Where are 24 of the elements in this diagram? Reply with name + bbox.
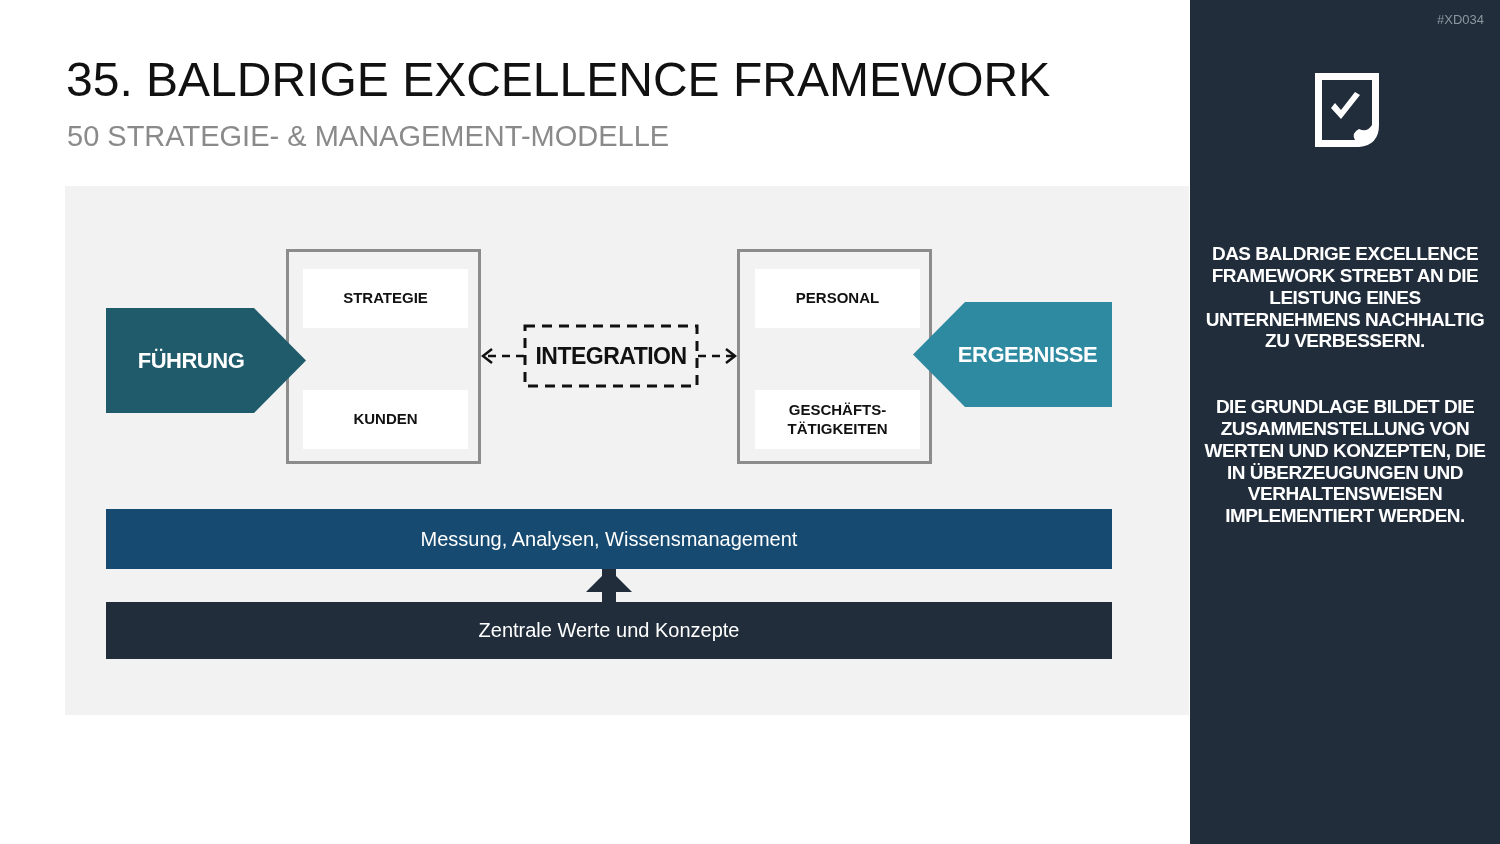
node-label: FÜHRUNG [137,346,245,375]
node-label: ERGEBNISSE [957,340,1098,369]
arrow [698,347,737,365]
node-label: STRATEGIE [343,289,428,308]
node-label: GESCHÄFTS- TÄTIGKEITEN [786,400,889,439]
group-frame [737,249,932,464]
arrow [586,569,632,602]
arrow-shape [913,302,1112,407]
banner-bar [106,602,1112,659]
description-text: DIE GRUNDLAGE BILDET DIE ZUSAMMENSTELLUNG VON WERTEN UND KONZEPTEN, DIE IN ÜBERZEUGUNGEN UND VERHALTENSWEISEN IMPLEMENTIERT WERDEN. [1204,396,1486,528]
node-label: INTEGRATION [535,341,687,371]
slide-code: #XD034 [1437,12,1484,27]
node-label: KUNDEN [353,410,418,429]
title: 35. BALDRIGE EXCELLENCE FRAMEWORK [66,52,1051,107]
arrow-shape [106,308,306,413]
node-label: Messung, Analysen, Wissensmanagement [420,526,798,552]
dashed-box [524,325,698,387]
group-frame [286,249,481,464]
description-text: DAS BALDRIGE EXCELLENCE FRAMEWORK STREBT AN DIE LEISTUNG EINES UNTERNEHMENS NACHHALTIG ZU VERBESSERN. [1204,243,1486,353]
node-label: Zentrale Werte und Konzepte [478,618,740,643]
subtitle: 50 STRATEGIE- & MANAGEMENT-MODELLE [67,120,670,153]
node-label: PERSONAL [795,289,880,308]
arrow [481,347,524,365]
banner-bar [106,509,1112,569]
